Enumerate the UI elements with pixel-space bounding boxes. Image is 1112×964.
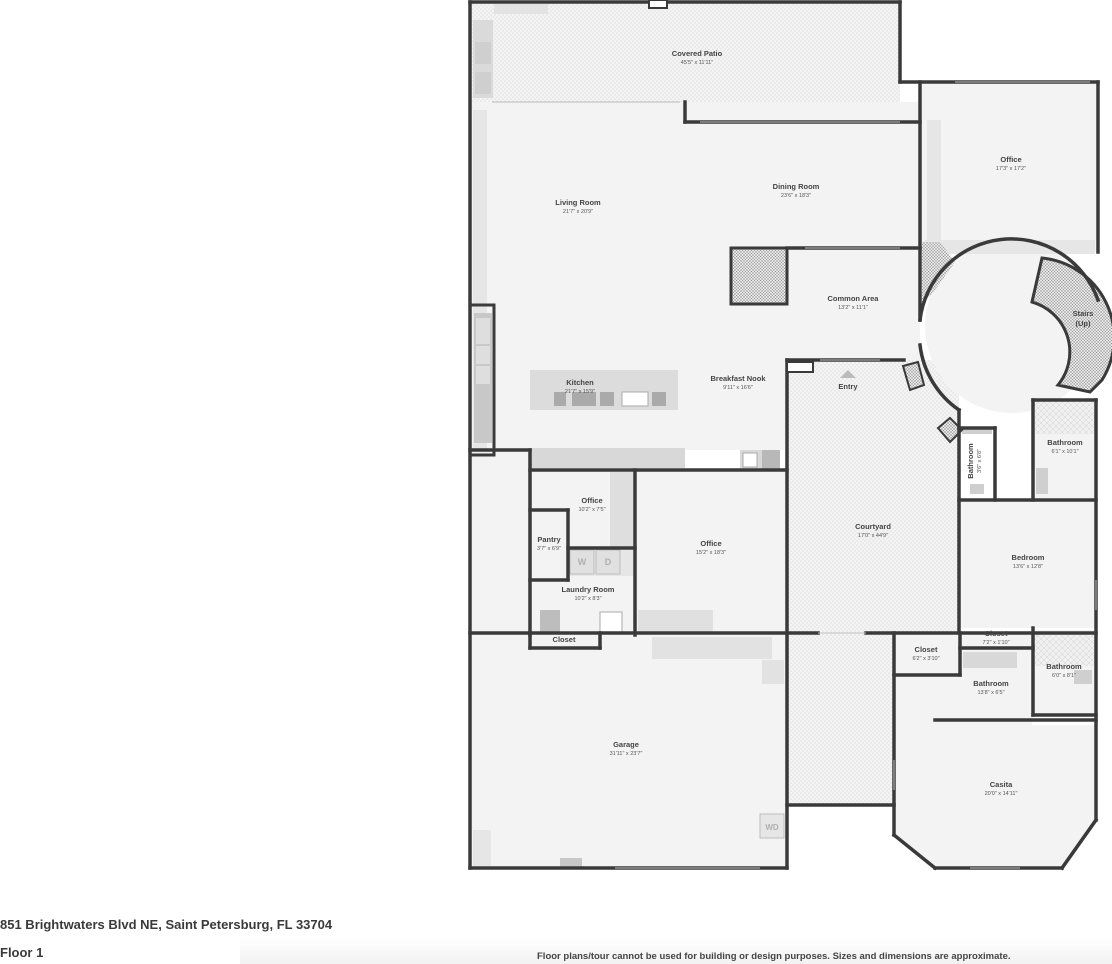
bathroom-mid-name: Bathroom	[973, 679, 1009, 688]
entry-name: Entry	[838, 382, 858, 391]
casita-name: Casita	[990, 780, 1013, 789]
office-ne-dims: 17'3" x 17'2"	[996, 166, 1026, 172]
garage-washer-dryer-label: WD	[765, 823, 779, 832]
bathroom-small-dims: 3'6" x 6'8"	[977, 449, 983, 473]
common-area-name: Common Area	[828, 294, 880, 303]
closet-east-dims: 7'2" x 1'10"	[982, 640, 1009, 646]
room-labels: Covered Patio 45'5" x 11'11" Office 17'3…	[537, 49, 1093, 797]
breakfast-nook-name: Breakfast Nook	[710, 374, 766, 383]
dining-room-name: Dining Room	[773, 182, 820, 191]
pantry-dims: 3'7" x 6'9"	[537, 546, 561, 552]
floor-label: Floor 1	[0, 945, 44, 960]
bedroom-name: Bedroom	[1012, 553, 1045, 562]
bathroom-small-name: Bathroom	[966, 443, 975, 479]
casita-dims: 20'0" x 14'11"	[985, 791, 1018, 797]
bathroom-se-name: Bathroom	[1046, 662, 1082, 671]
bedroom-dims: 13'6" x 12'8"	[1013, 564, 1043, 570]
laundry-room-dims: 10'2" x 8'3"	[574, 596, 601, 602]
living-room-name: Living Room	[555, 198, 601, 207]
garage-name: Garage	[613, 740, 639, 749]
common-area-dims: 13'2" x 11'1"	[838, 305, 868, 311]
stairs-sub: (Up)	[1076, 319, 1091, 328]
dryer-label: D	[605, 557, 612, 567]
garage-dims: 31'11" x 23'7"	[610, 751, 643, 757]
office-mid-name: Office	[700, 539, 721, 548]
laundry-room-name: Laundry Room	[562, 585, 615, 594]
kitchen-name: Kitchen	[566, 378, 594, 387]
footer-shade	[240, 938, 1112, 964]
fixtures	[473, 4, 1095, 868]
closet-mid-dims: 6'2" x 3'10"	[912, 656, 939, 662]
office-ne-name: Office	[1000, 155, 1021, 164]
living-room-dims: 21'7" x 20'9"	[563, 209, 593, 215]
dining-room-dims: 23'6" x 18'3"	[781, 193, 811, 199]
stairs-name: Stairs	[1073, 309, 1094, 318]
closet-mid-name: Closet	[915, 645, 938, 654]
disclaimer: Floor plans/tour cannot be used for buil…	[537, 951, 1011, 962]
breakfast-nook-dims: 9'11" x 16'6"	[723, 385, 753, 391]
washer-label: W	[578, 557, 587, 567]
floor-fills	[470, 2, 1099, 868]
covered-patio-dims: 45'5" x 11'11"	[681, 60, 713, 66]
hatched-areas	[729, 242, 1112, 444]
bathroom-ne-dims: 6'1" x 10'1"	[1051, 449, 1078, 455]
kitchen-dims: 21'7" x 15'9"	[565, 389, 595, 395]
closet-east-name: Closet	[985, 629, 1008, 638]
office-small-dims: 10'2" x 7'5"	[578, 507, 605, 513]
property-address: 851 Brightwaters Blvd NE, Saint Petersbu…	[0, 917, 333, 932]
courtyard-name: Courtyard	[855, 522, 891, 531]
covered-patio-name: Covered Patio	[672, 49, 723, 58]
openings	[492, 0, 1097, 869]
closet-garage-name: Closet	[553, 635, 576, 644]
appliance-labels: W D WD	[578, 557, 779, 832]
bathroom-mid-dims: 13'8" x 6'5"	[977, 690, 1004, 696]
pantry-name: Pantry	[537, 535, 561, 544]
bathroom-ne-name: Bathroom	[1047, 438, 1083, 447]
courtyard-dims: 17'0" x 44'9"	[858, 533, 888, 539]
bathroom-se-dims: 6'0" x 8'1"	[1052, 673, 1076, 679]
office-small-name: Office	[581, 496, 602, 505]
office-mid-dims: 15'2" x 18'3"	[696, 550, 726, 556]
